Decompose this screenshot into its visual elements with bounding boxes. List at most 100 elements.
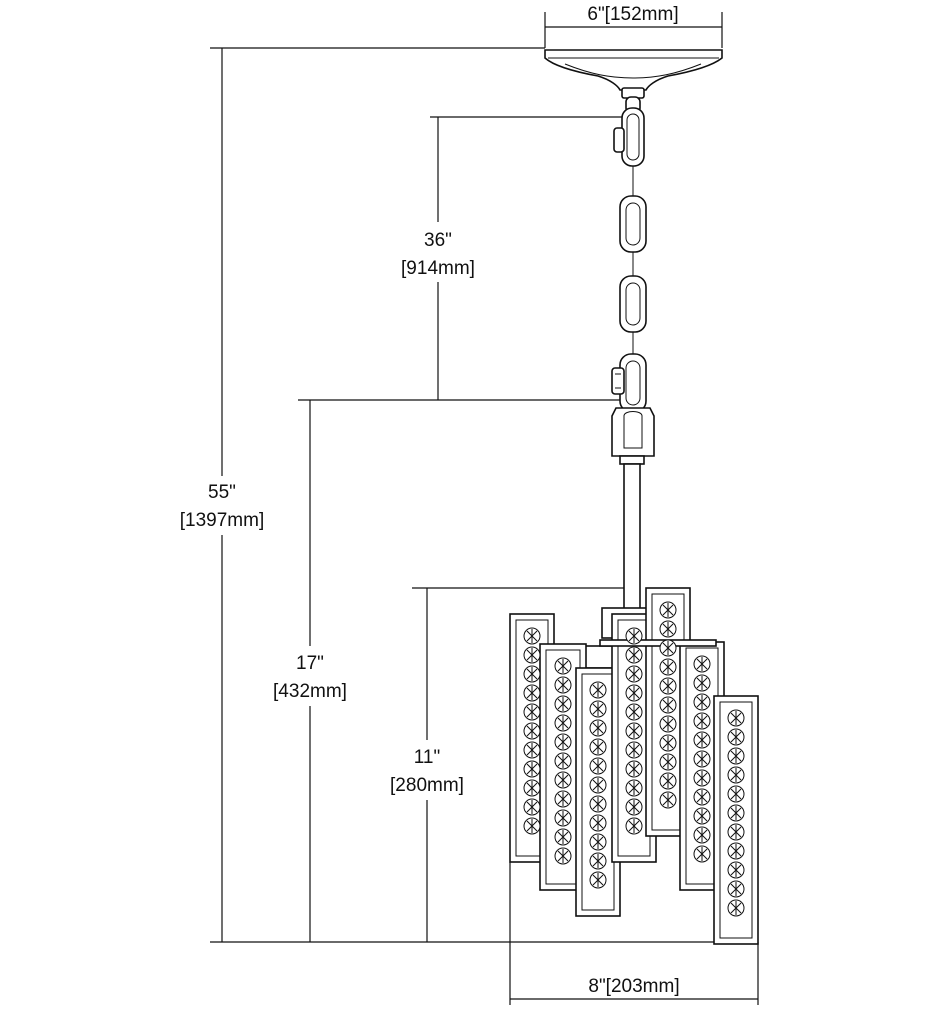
crystal-facet bbox=[628, 667, 640, 681]
crystal-facet bbox=[526, 762, 538, 776]
crystal-facet bbox=[628, 686, 640, 700]
chain-link-2 bbox=[619, 195, 647, 253]
crystal-facet bbox=[526, 648, 538, 662]
crystal-facet bbox=[628, 648, 640, 662]
crystal-facet bbox=[696, 714, 708, 728]
crystal-facet bbox=[592, 797, 604, 811]
crystal-facet bbox=[526, 667, 538, 681]
shade-height-mm-label: [280mm] bbox=[390, 775, 464, 796]
top-frame-bar bbox=[599, 639, 717, 647]
stem-collar bbox=[619, 455, 645, 465]
crystal-facet bbox=[628, 743, 640, 757]
crystal-facet bbox=[628, 781, 640, 795]
crystal-facet bbox=[696, 790, 708, 804]
crystal-facet bbox=[592, 873, 604, 887]
crystal-facet bbox=[730, 863, 742, 877]
crystal-facet bbox=[662, 698, 674, 712]
crystal-facet bbox=[730, 825, 742, 839]
crystal-facet bbox=[730, 844, 742, 858]
crystal-facet bbox=[730, 768, 742, 782]
crystal-facet bbox=[696, 828, 708, 842]
crystal-facet bbox=[730, 749, 742, 763]
crystal-facet bbox=[557, 849, 569, 863]
crystal-facet bbox=[557, 830, 569, 844]
chain-length-mm-label: [914mm] bbox=[401, 258, 475, 279]
crystal-facet bbox=[557, 697, 569, 711]
crystal-facet bbox=[730, 882, 742, 896]
crystal-facet bbox=[526, 819, 538, 833]
crystal-facet bbox=[526, 686, 538, 700]
canopy-width-label: 6"[152mm] bbox=[587, 4, 678, 25]
crystal-facet bbox=[662, 641, 674, 655]
crystal-facet bbox=[696, 695, 708, 709]
crystal-facet bbox=[730, 787, 742, 801]
crystal-facet bbox=[592, 721, 604, 735]
fixture-height-inches-label: 17" bbox=[296, 653, 324, 674]
chain-length-inches-label: 36" bbox=[424, 230, 452, 251]
crystal-facet bbox=[628, 800, 640, 814]
crystal-facet bbox=[662, 622, 674, 636]
crystal-facet bbox=[628, 705, 640, 719]
crystal-facet bbox=[696, 809, 708, 823]
crystal-facet bbox=[696, 676, 708, 690]
crystal-facet bbox=[592, 740, 604, 754]
crystal-facet bbox=[526, 781, 538, 795]
chain-link-3 bbox=[619, 275, 647, 333]
fixture-width-label: 8"[203mm] bbox=[588, 976, 679, 997]
canopy-body bbox=[544, 49, 723, 91]
crystal-facet bbox=[730, 711, 742, 725]
crystal-facet bbox=[662, 774, 674, 788]
crystal-facet bbox=[696, 752, 708, 766]
overall-height-inches-label: 55" bbox=[208, 482, 236, 503]
chain bbox=[611, 107, 647, 413]
crystal-facet bbox=[662, 755, 674, 769]
crystal-facet bbox=[592, 854, 604, 868]
crystal-facet bbox=[592, 778, 604, 792]
dimension-lines bbox=[210, 12, 759, 1005]
chain-connector-1 bbox=[613, 127, 625, 153]
crystal-facet bbox=[628, 724, 640, 738]
crystal-facet bbox=[557, 735, 569, 749]
crystal-facet bbox=[557, 811, 569, 825]
dimension-labels: 6"[152mm] 36" [914mm] 55" [1397mm] 17" [… bbox=[180, 4, 680, 997]
crystal-facet bbox=[526, 629, 538, 643]
crystal-facet bbox=[526, 800, 538, 814]
crystal-facet bbox=[592, 759, 604, 773]
crystal-facet bbox=[628, 629, 640, 643]
chain-connector-2 bbox=[611, 367, 625, 395]
crystal-facet bbox=[557, 716, 569, 730]
crystal-facet bbox=[662, 603, 674, 617]
crystal-facet bbox=[628, 819, 640, 833]
stem-rod bbox=[623, 463, 641, 615]
crystal-facet bbox=[696, 657, 708, 671]
crystal-facet bbox=[557, 792, 569, 806]
crystal-facet bbox=[557, 754, 569, 768]
crystal-facet bbox=[730, 901, 742, 915]
crystal-facet bbox=[696, 847, 708, 861]
crystal-facet bbox=[662, 793, 674, 807]
crystal-facet bbox=[526, 743, 538, 757]
crystal-facet bbox=[526, 724, 538, 738]
crystal-facet bbox=[662, 660, 674, 674]
crystal-facet bbox=[662, 717, 674, 731]
crystal-facet bbox=[628, 762, 640, 776]
crystal-facet bbox=[592, 835, 604, 849]
chain-link-1 bbox=[621, 107, 645, 167]
crystal-facet bbox=[730, 806, 742, 820]
canopy bbox=[544, 49, 723, 114]
crystal-facet bbox=[592, 683, 604, 697]
crystal-facet bbox=[662, 736, 674, 750]
crystal-facet bbox=[526, 705, 538, 719]
crystal-beads bbox=[523, 601, 745, 917]
crystal-facet bbox=[557, 773, 569, 787]
crystal-facet bbox=[730, 730, 742, 744]
crystal-facet bbox=[696, 771, 708, 785]
crystal-facet bbox=[557, 678, 569, 692]
crystal-facet bbox=[662, 679, 674, 693]
crystal-facet bbox=[696, 733, 708, 747]
crystal-facet bbox=[592, 816, 604, 830]
overall-height-mm-label: [1397mm] bbox=[180, 510, 264, 531]
fixture-height-mm-label: [432mm] bbox=[273, 681, 347, 702]
